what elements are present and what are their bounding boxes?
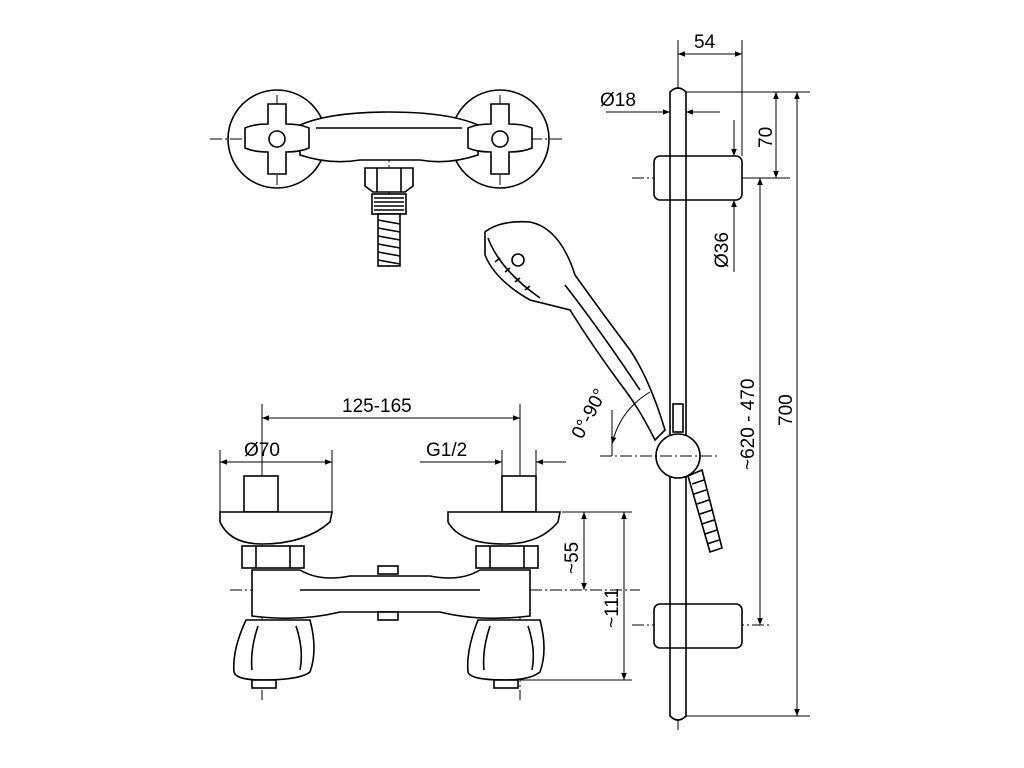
- dim-bar-offset: 54: [694, 32, 716, 53]
- dim-inlet-spacing: 125-165: [342, 396, 412, 417]
- dim-tilt-angle: 0°-90°: [568, 385, 612, 442]
- dim-rosette-diameter: Ø70: [244, 440, 280, 461]
- shower-bar: [484, 80, 770, 730]
- mixer-top-view: [210, 89, 565, 270]
- dimension-lines: [219, 40, 810, 717]
- dim-bar-length: 700: [776, 394, 797, 426]
- dim-outlet-height: ~55: [562, 542, 583, 574]
- dim-top-holder-offset: 70: [756, 127, 777, 148]
- dim-holder-spacing: ~620 - 470: [738, 379, 759, 470]
- dim-bar-diameter: Ø18: [600, 90, 636, 111]
- dim-thread-size: G1/2: [426, 440, 467, 461]
- dim-holder-diameter: Ø36: [712, 232, 733, 268]
- mixer-front-view: [219, 470, 640, 700]
- dim-handle-height: ~111: [602, 588, 623, 628]
- angle-indicator: [610, 391, 651, 456]
